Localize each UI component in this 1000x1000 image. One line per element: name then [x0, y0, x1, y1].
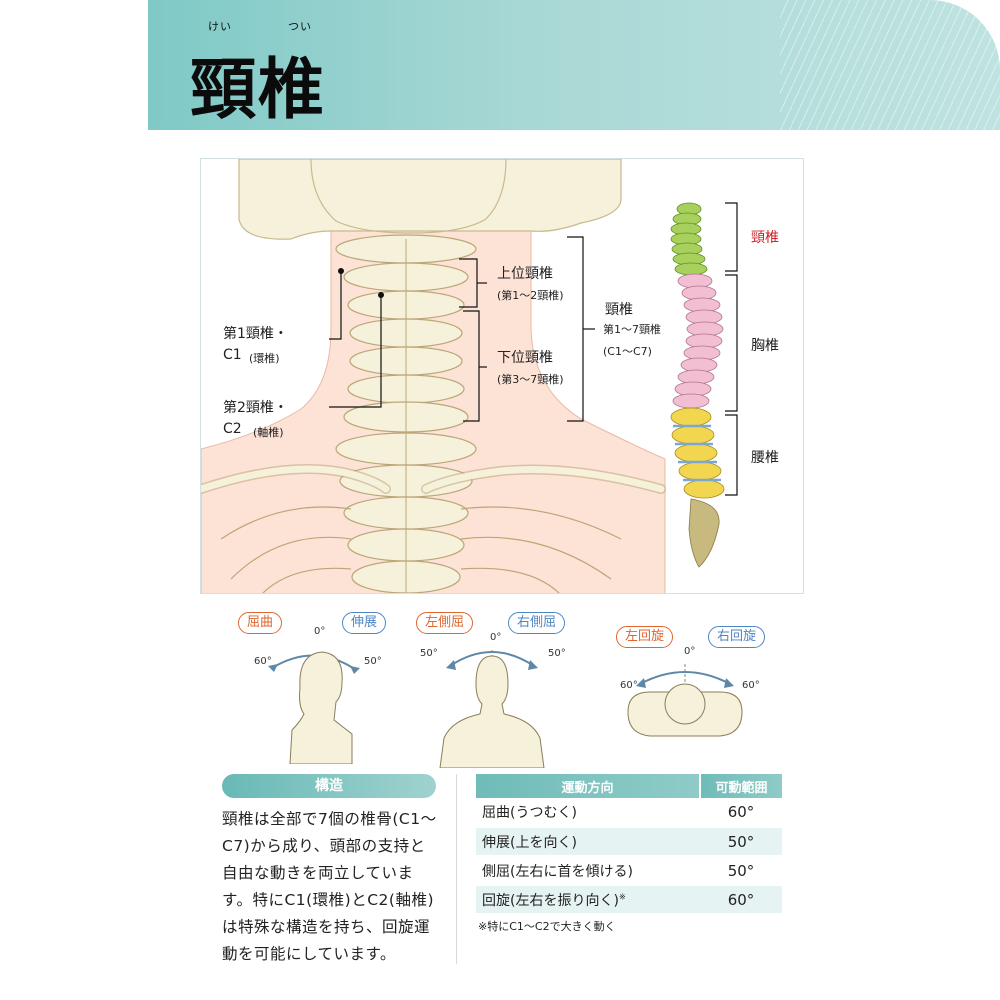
range-cell: 60° — [700, 798, 782, 828]
lower-cervical-label: 下位頸椎 — [497, 350, 553, 366]
page-title: 頸椎 — [190, 51, 326, 128]
cervical-sub1: 第1〜7頸椎 — [603, 323, 661, 336]
lat-right-deg: 50° — [548, 648, 566, 659]
range-of-motion-table: 運動方向 可動範囲 屈曲(うつむく) 60° 伸展(上を向く) 50° 側屈(左… — [476, 774, 782, 915]
left-lateral-pill: 左側屈 — [416, 612, 474, 634]
movement-cell: 屈曲(うつむく) — [476, 798, 700, 828]
table-row: 側屈(左右に首を傾ける) 50° — [476, 856, 782, 886]
structure-text: 頸椎は全部で7個の椎骨(C1〜C7)から成り、頭部の支持と自由な動きを両立してい… — [222, 810, 437, 963]
cervical-sub2: (C1〜C7) — [603, 345, 652, 358]
title-ruby: けい つい — [190, 18, 340, 36]
ruby-kei: けい — [208, 20, 232, 33]
range-of-motion-figures: 屈曲 伸展 0° 60° 50° 左側屈 右側屈 0° 50° 50° 左回旋 … — [0, 604, 1000, 774]
movement-text: 回旋(左右を振り向く) — [482, 892, 619, 909]
flex-right-deg: 50° — [364, 656, 382, 667]
c2-sub: (軸椎) — [253, 426, 284, 439]
flex-left-deg: 60° — [254, 656, 272, 667]
footnote-mark: ※ — [618, 891, 626, 901]
spine-label-cervical: 頸椎 — [751, 230, 779, 246]
spine-label-thoracic: 胸椎 — [751, 338, 779, 354]
side-head-illustration — [268, 651, 360, 764]
structure-heading: 構造 — [222, 774, 436, 798]
upper-cervical-label: 上位頸椎 — [497, 266, 553, 282]
lower-cervical-sub: (第3〜7頸椎) — [497, 373, 564, 386]
title-banner — [148, 0, 1000, 130]
range-cell: 50° — [700, 827, 782, 857]
flex-zero-deg: 0° — [314, 626, 326, 637]
extension-pill: 伸展 — [342, 612, 387, 634]
range-cell: 50° — [700, 856, 782, 886]
table-row: 伸展(上を向く) 50° — [476, 827, 782, 857]
movement-cell: 側屈(左右に首を傾ける) — [476, 856, 700, 886]
ruby-tsui: つい — [288, 20, 312, 33]
c1-label: 第1頸椎・ — [223, 326, 288, 342]
right-lateral-pill: 右側屈 — [508, 612, 566, 634]
header-movement: 運動方向 — [476, 774, 701, 798]
table-row: 回旋(左右を振り向く)※ 60° — [476, 885, 782, 915]
lat-left-deg: 50° — [420, 648, 438, 659]
back-head-illustration — [439, 650, 545, 768]
table-footnote: ※特にC1〜C2で大きく動く — [478, 920, 616, 933]
top-head-illustration — [627, 664, 743, 737]
right-rotation-pill: 右回旋 — [708, 626, 766, 648]
rot-zero-deg: 0° — [684, 646, 696, 657]
movement-cell: 回旋(左右を振り向く)※ — [476, 885, 700, 915]
rot-right-deg: 60° — [742, 680, 760, 691]
neck-illustration — [201, 159, 738, 593]
banner-stripes — [780, 0, 1000, 130]
range-cell: 60° — [700, 885, 782, 915]
header-range: 可動範囲 — [700, 774, 782, 798]
column-divider — [456, 774, 457, 964]
lat-zero-deg: 0° — [490, 632, 502, 643]
c2-label: 第2頸椎・ — [223, 400, 288, 416]
rot-left-deg: 60° — [620, 680, 638, 691]
whole-spine-illustration — [670, 202, 725, 568]
flexion-pill: 屈曲 — [238, 612, 283, 634]
c1-sub: (環椎) — [249, 352, 280, 365]
cervical-label: 頸椎 — [605, 302, 633, 318]
left-rotation-pill: 左回旋 — [616, 626, 674, 648]
neck-anatomy-figure: 第1頸椎・ C1 (環椎) 第2頸椎・ C2 (軸椎) 上位頸椎 (第1〜2頸椎… — [200, 158, 804, 594]
spine-label-lumbar: 腰椎 — [751, 450, 779, 466]
upper-cervical-sub: (第1〜2頸椎) — [497, 289, 564, 302]
table-row: 屈曲(うつむく) 60° — [476, 798, 782, 828]
c1-code: C1 — [223, 347, 242, 363]
c2-code: C2 — [223, 421, 242, 437]
movement-cell: 伸展(上を向く) — [476, 827, 700, 857]
